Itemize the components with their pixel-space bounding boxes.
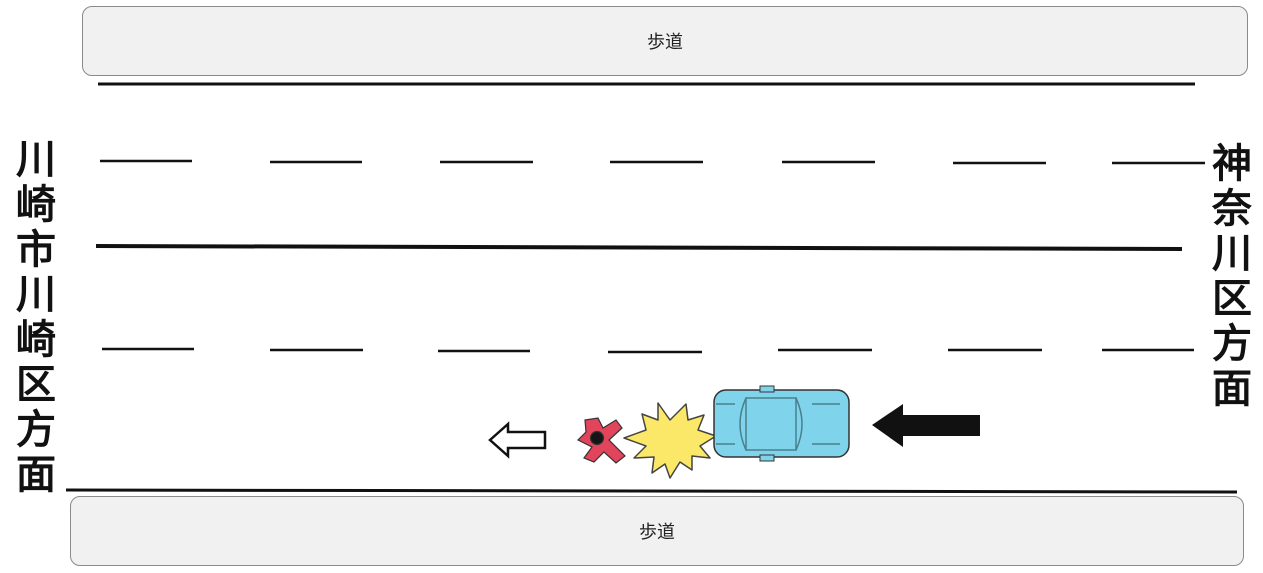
- left-arrow-outline-icon: [488, 421, 547, 459]
- sidewalk-bottom-label: 歩道: [639, 522, 675, 543]
- impact-burst-icon: [623, 402, 717, 479]
- direction-label-left: 川崎市川崎区方面: [16, 137, 56, 498]
- center-line: [95, 244, 1183, 251]
- left-arrow-solid-icon: [872, 404, 980, 447]
- road-edge-bottom: [65, 488, 1238, 494]
- sidewalk-top-label: 歩道: [647, 32, 683, 53]
- direction-label-right: 神奈川区方面: [1212, 141, 1252, 412]
- lane-line-lower: [102, 347, 1194, 354]
- sidewalk-top: 歩道: [82, 6, 1248, 76]
- sidewalk-bottom: 歩道: [70, 496, 1244, 566]
- fallen-pedestrian-icon: [576, 417, 626, 464]
- lane-line-upper: [100, 159, 1205, 165]
- car-icon: [713, 385, 850, 462]
